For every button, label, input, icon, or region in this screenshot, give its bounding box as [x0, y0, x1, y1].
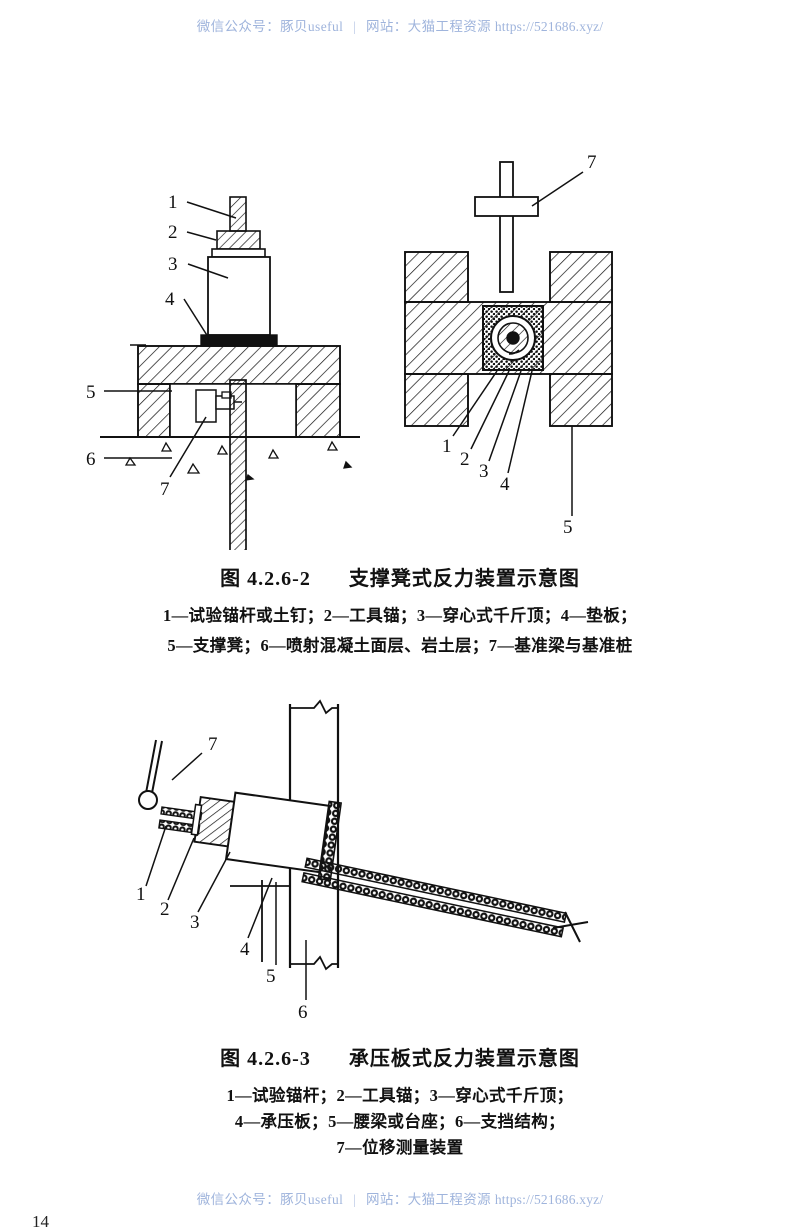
- fig1-left-label-4: 4: [165, 289, 175, 310]
- figure-4-2-6-3-number: 图 4.2.6-3: [220, 1048, 311, 1070]
- fig2-label-7: 7: [208, 734, 218, 755]
- fig2-label-2: 2: [160, 899, 170, 920]
- figure-4-2-6-2-drawing: 1 2 3 4 5 6 7: [86, 152, 613, 550]
- watermark-wechat-label: 微信公众号：豚贝useful: [196, 19, 344, 34]
- watermark-site-label: 网站：大猫工程资源: [365, 19, 492, 34]
- fig1-right-leaders: [452, 171, 584, 516]
- figure-4-2-6-2-legend-line-1: 1—试验锚杆或土钉；2—工具锚；3—穿心式千斤顶；4—垫板；: [163, 606, 637, 625]
- hydraulic-jack: [207, 256, 271, 336]
- figure-4-2-6-3-legend-line-2: 4—承压板；5—腰梁或台座；6—支挡结构；: [234, 1112, 566, 1131]
- tool-anchor-2: [190, 796, 236, 848]
- fig2-leaders: [145, 752, 307, 1000]
- figure-4-2-6-3-title: 承压板式反力装置示意图: [348, 1048, 580, 1070]
- watermark-top: 微信公众号：豚贝useful | 网站：大猫工程资源 https://52168…: [0, 15, 800, 35]
- anchor-rod-embedded: [229, 379, 247, 550]
- fig1-right-label-4: 4: [500, 474, 510, 495]
- fig1-left-leaders: [104, 201, 237, 478]
- fig2-label-3: 3: [190, 912, 200, 933]
- fig1-left-label-1: 1: [168, 192, 178, 213]
- figure-4-2-6-2-number: 图 4.2.6-2: [220, 568, 311, 590]
- fig1-left-label-2: 2: [168, 222, 178, 243]
- soil-symbols: [124, 440, 353, 481]
- fig2-label-1: 1: [136, 884, 146, 905]
- figure-4-2-6-2-caption: 图 4.2.6-2 支撑凳式反力装置示意图: [0, 562, 800, 591]
- fig1-left-label-3: 3: [168, 254, 178, 275]
- figure-4-2-6-2-legend-line-2: 5—支撑凳；6—喷射混凝土面层、岩土层；7—基准梁与基准桩: [167, 636, 633, 655]
- fig1-right-label-7: 7: [587, 152, 597, 173]
- figure-4-2-6-3-caption: 图 4.2.6-3 承压板式反力装置示意图: [0, 1042, 800, 1071]
- fig1-right-label-1: 1: [442, 436, 452, 457]
- fig2-label-4: 4: [240, 939, 250, 960]
- reference-beam-pile: [474, 161, 539, 293]
- page-number: 14: [32, 1212, 49, 1231]
- figure-4-2-6-3-legend-line-1: 1—试验锚杆；2—工具锚；3—穿心式千斤顶；: [226, 1086, 574, 1105]
- watermark-site-label-bottom: 网站：大猫工程资源: [365, 1192, 492, 1207]
- anchor-rod-inclined: [301, 857, 589, 943]
- bearing-plate: [196, 334, 282, 347]
- tool-anchor: [211, 230, 266, 258]
- watermark-bottom: 微信公众号：豚贝useful | 网站：大猫工程资源 https://52168…: [0, 1188, 800, 1208]
- fig1-left-label-6: 6: [86, 449, 96, 470]
- watermark-wechat-label-bottom: 微信公众号：豚贝useful: [196, 1192, 344, 1207]
- figure-4-2-6-3-drawing: 7 1 2 3 4 5 6: [136, 699, 589, 1023]
- watermark-separator: |: [353, 19, 357, 34]
- fig1-left-label-7: 7: [160, 479, 170, 500]
- fig1-right-view: 7 1 2 3 4 5: [404, 152, 613, 538]
- figure-4-2-6-2-title: 支撑凳式反力装置示意图: [348, 568, 580, 590]
- watermark-separator-bottom: |: [353, 1192, 357, 1207]
- anchor-rod-top: [229, 196, 247, 232]
- fig1-right-label-3: 3: [479, 461, 489, 482]
- anchor-head-detail: [482, 305, 544, 371]
- fig1-right-label-2: 2: [460, 449, 470, 470]
- fig1-left-view: 1 2 3 4 5 6 7: [86, 192, 360, 550]
- displacement-gauge: [138, 739, 163, 810]
- figure-4-2-6-3-legend-line-3: 7—位移测量装置: [336, 1138, 464, 1157]
- waist-beam: [230, 880, 290, 962]
- fig2-label-5: 5: [266, 966, 276, 987]
- watermark-url-bottom: https://521686.xyz/: [494, 1192, 604, 1207]
- fig1-left-label-5: 5: [86, 382, 96, 403]
- fig1-right-label-5: 5: [563, 517, 573, 538]
- fig2-label-6: 6: [298, 1002, 308, 1023]
- test-anchor-rod: [158, 806, 203, 835]
- watermark-url: https://521686.xyz/: [494, 19, 604, 34]
